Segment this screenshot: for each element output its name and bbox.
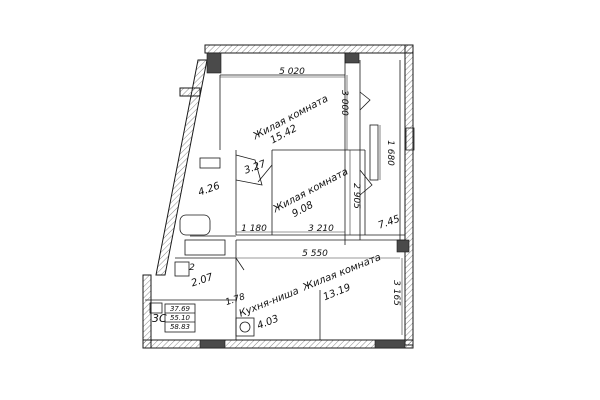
dim-1680: 1 680 [385,140,395,166]
stamp-area-3: 58.83 [170,323,190,331]
stove-icon [235,317,255,337]
doors [235,91,373,271]
dimension-labels: 5 020 3 000 1 680 2 905 1 180 3 210 5 55… [241,67,401,306]
stamp-type: 3С [152,312,167,325]
column [374,339,406,349]
column [396,239,410,253]
wall-left-slanted [155,59,208,276]
wall-right [404,44,414,346]
wall-left-lower [142,274,152,349]
room-bathroom-area: 4.26 [197,181,222,199]
door [235,154,263,186]
wall-top [204,44,414,54]
bathtub-icon [179,214,211,236]
balcony-door [369,124,379,181]
window [405,127,415,151]
dimension-lines [220,75,403,335]
cabinet-icon [184,239,226,256]
door [359,91,371,111]
stamp-box [164,303,196,333]
outer-walls [142,44,414,349]
column [199,339,226,349]
balcony-glazing [359,60,415,240]
room-closet-area: 1.78 [224,292,246,308]
toilet-icon [174,261,190,277]
meter-icon [149,302,163,314]
room-wc-area: 2 [189,263,195,273]
door [359,169,373,196]
interior-walls [145,53,405,340]
room-corridor-area: 2.07 [190,272,215,290]
stamp-area-2: 55.10 [170,314,191,322]
column [206,52,222,74]
room-kitchen-name: Кухня-ниша [238,286,301,320]
dim-3000: 3 000 [339,90,349,116]
stamp-area-1: 37.69 [170,305,191,313]
columns [199,52,410,349]
dim-1180: 1 180 [241,224,267,234]
dim-5550: 5 550 [302,249,328,259]
bathroom-fixtures [149,157,255,337]
door [257,164,273,183]
room-balcony-area: 7.45 [377,214,402,232]
wall-bottom [142,339,414,349]
door [235,257,245,271]
dim-2905: 2 905 [351,183,361,209]
dim-5020: 5 020 [279,67,305,77]
dim-3210: 3 210 [308,224,334,234]
dim-3165: 3 165 [391,280,401,306]
wall-balcony-notch [179,87,201,97]
burner-icon [239,321,251,333]
area-stamp: 3С 37.69 55.10 58.83 [152,303,196,333]
room-kitchen-area: 4.03 [256,313,281,332]
sink-icon [199,157,221,169]
room-living-bottom-area: 13.19 [322,282,353,303]
column [344,52,360,64]
